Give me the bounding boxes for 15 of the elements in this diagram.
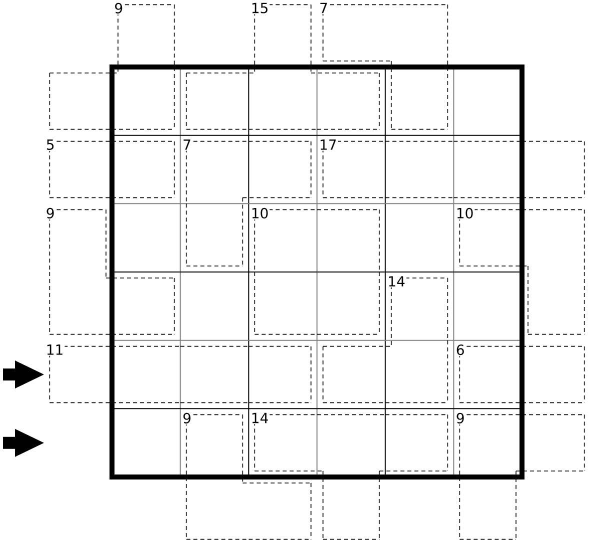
cage-sum: 10 [250,206,270,220]
cage-sum: 10 [454,206,475,220]
cage-sum: 9 [113,2,124,14]
cage-sum: 7 [182,138,192,151]
cage-sum: 14 [250,412,270,424]
cage-sum: 14 [386,275,406,288]
cage-sum: 11 [44,344,65,356]
cage-sum: 9 [454,412,466,424]
cage-sum: 17 [318,138,338,151]
cage-sum: 7 [318,2,330,14]
cage-sum: 6 [454,344,466,356]
cage-sum: 15 [250,2,270,14]
cage-sum: 9 [44,206,56,220]
cage-sum: 5 [44,138,56,151]
cage-sum: 9 [182,412,192,424]
